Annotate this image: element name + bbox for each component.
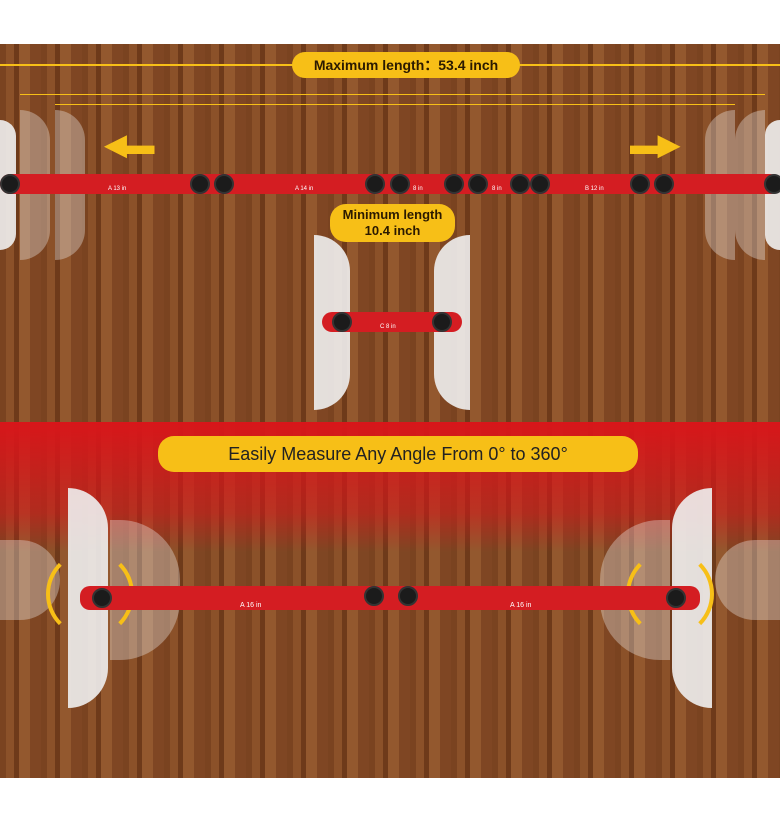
bar-label: 8 in: [413, 186, 423, 192]
dim-line: [55, 104, 735, 105]
knob[interactable]: [332, 312, 352, 332]
knob[interactable]: [398, 586, 418, 606]
arrow-right-icon: ▬▶: [630, 129, 680, 160]
min-length-value: 10.4 inch: [364, 223, 421, 238]
knob[interactable]: [530, 174, 550, 194]
knob[interactable]: [365, 174, 385, 194]
knob[interactable]: [390, 174, 410, 194]
knob[interactable]: [510, 174, 530, 194]
bar-label: A 13 in: [108, 186, 127, 192]
knob[interactable]: [190, 174, 210, 194]
short-ruler-bar: [322, 312, 462, 332]
max-length-label: Maximum length：53.4 inch: [292, 52, 520, 78]
angle-banner: Easily Measure Any Angle From 0° to 360°: [158, 436, 638, 472]
protractor-blade-ghost: [715, 540, 780, 620]
knob[interactable]: [666, 588, 686, 608]
knob[interactable]: [764, 174, 780, 194]
knob[interactable]: [630, 174, 650, 194]
arrow-left-icon: ◀▬: [105, 129, 155, 160]
knob[interactable]: [0, 174, 20, 194]
bar-label: A 16 in: [240, 602, 262, 609]
bar-label: A 16 in: [510, 602, 532, 609]
knob[interactable]: [214, 174, 234, 194]
bar-label: A 14 in: [295, 186, 314, 192]
knob[interactable]: [468, 174, 488, 194]
bar-label: B 12 in: [585, 186, 604, 192]
knob[interactable]: [364, 586, 384, 606]
bar-label: 8 in: [492, 186, 502, 192]
dim-line: [20, 94, 765, 95]
bottom-ruler-bar: [80, 586, 700, 610]
knob[interactable]: [654, 174, 674, 194]
bar-label: C 8 in: [380, 324, 396, 330]
min-length-title: Minimum length: [342, 207, 443, 222]
knob[interactable]: [432, 312, 452, 332]
knob[interactable]: [444, 174, 464, 194]
knob[interactable]: [92, 588, 112, 608]
